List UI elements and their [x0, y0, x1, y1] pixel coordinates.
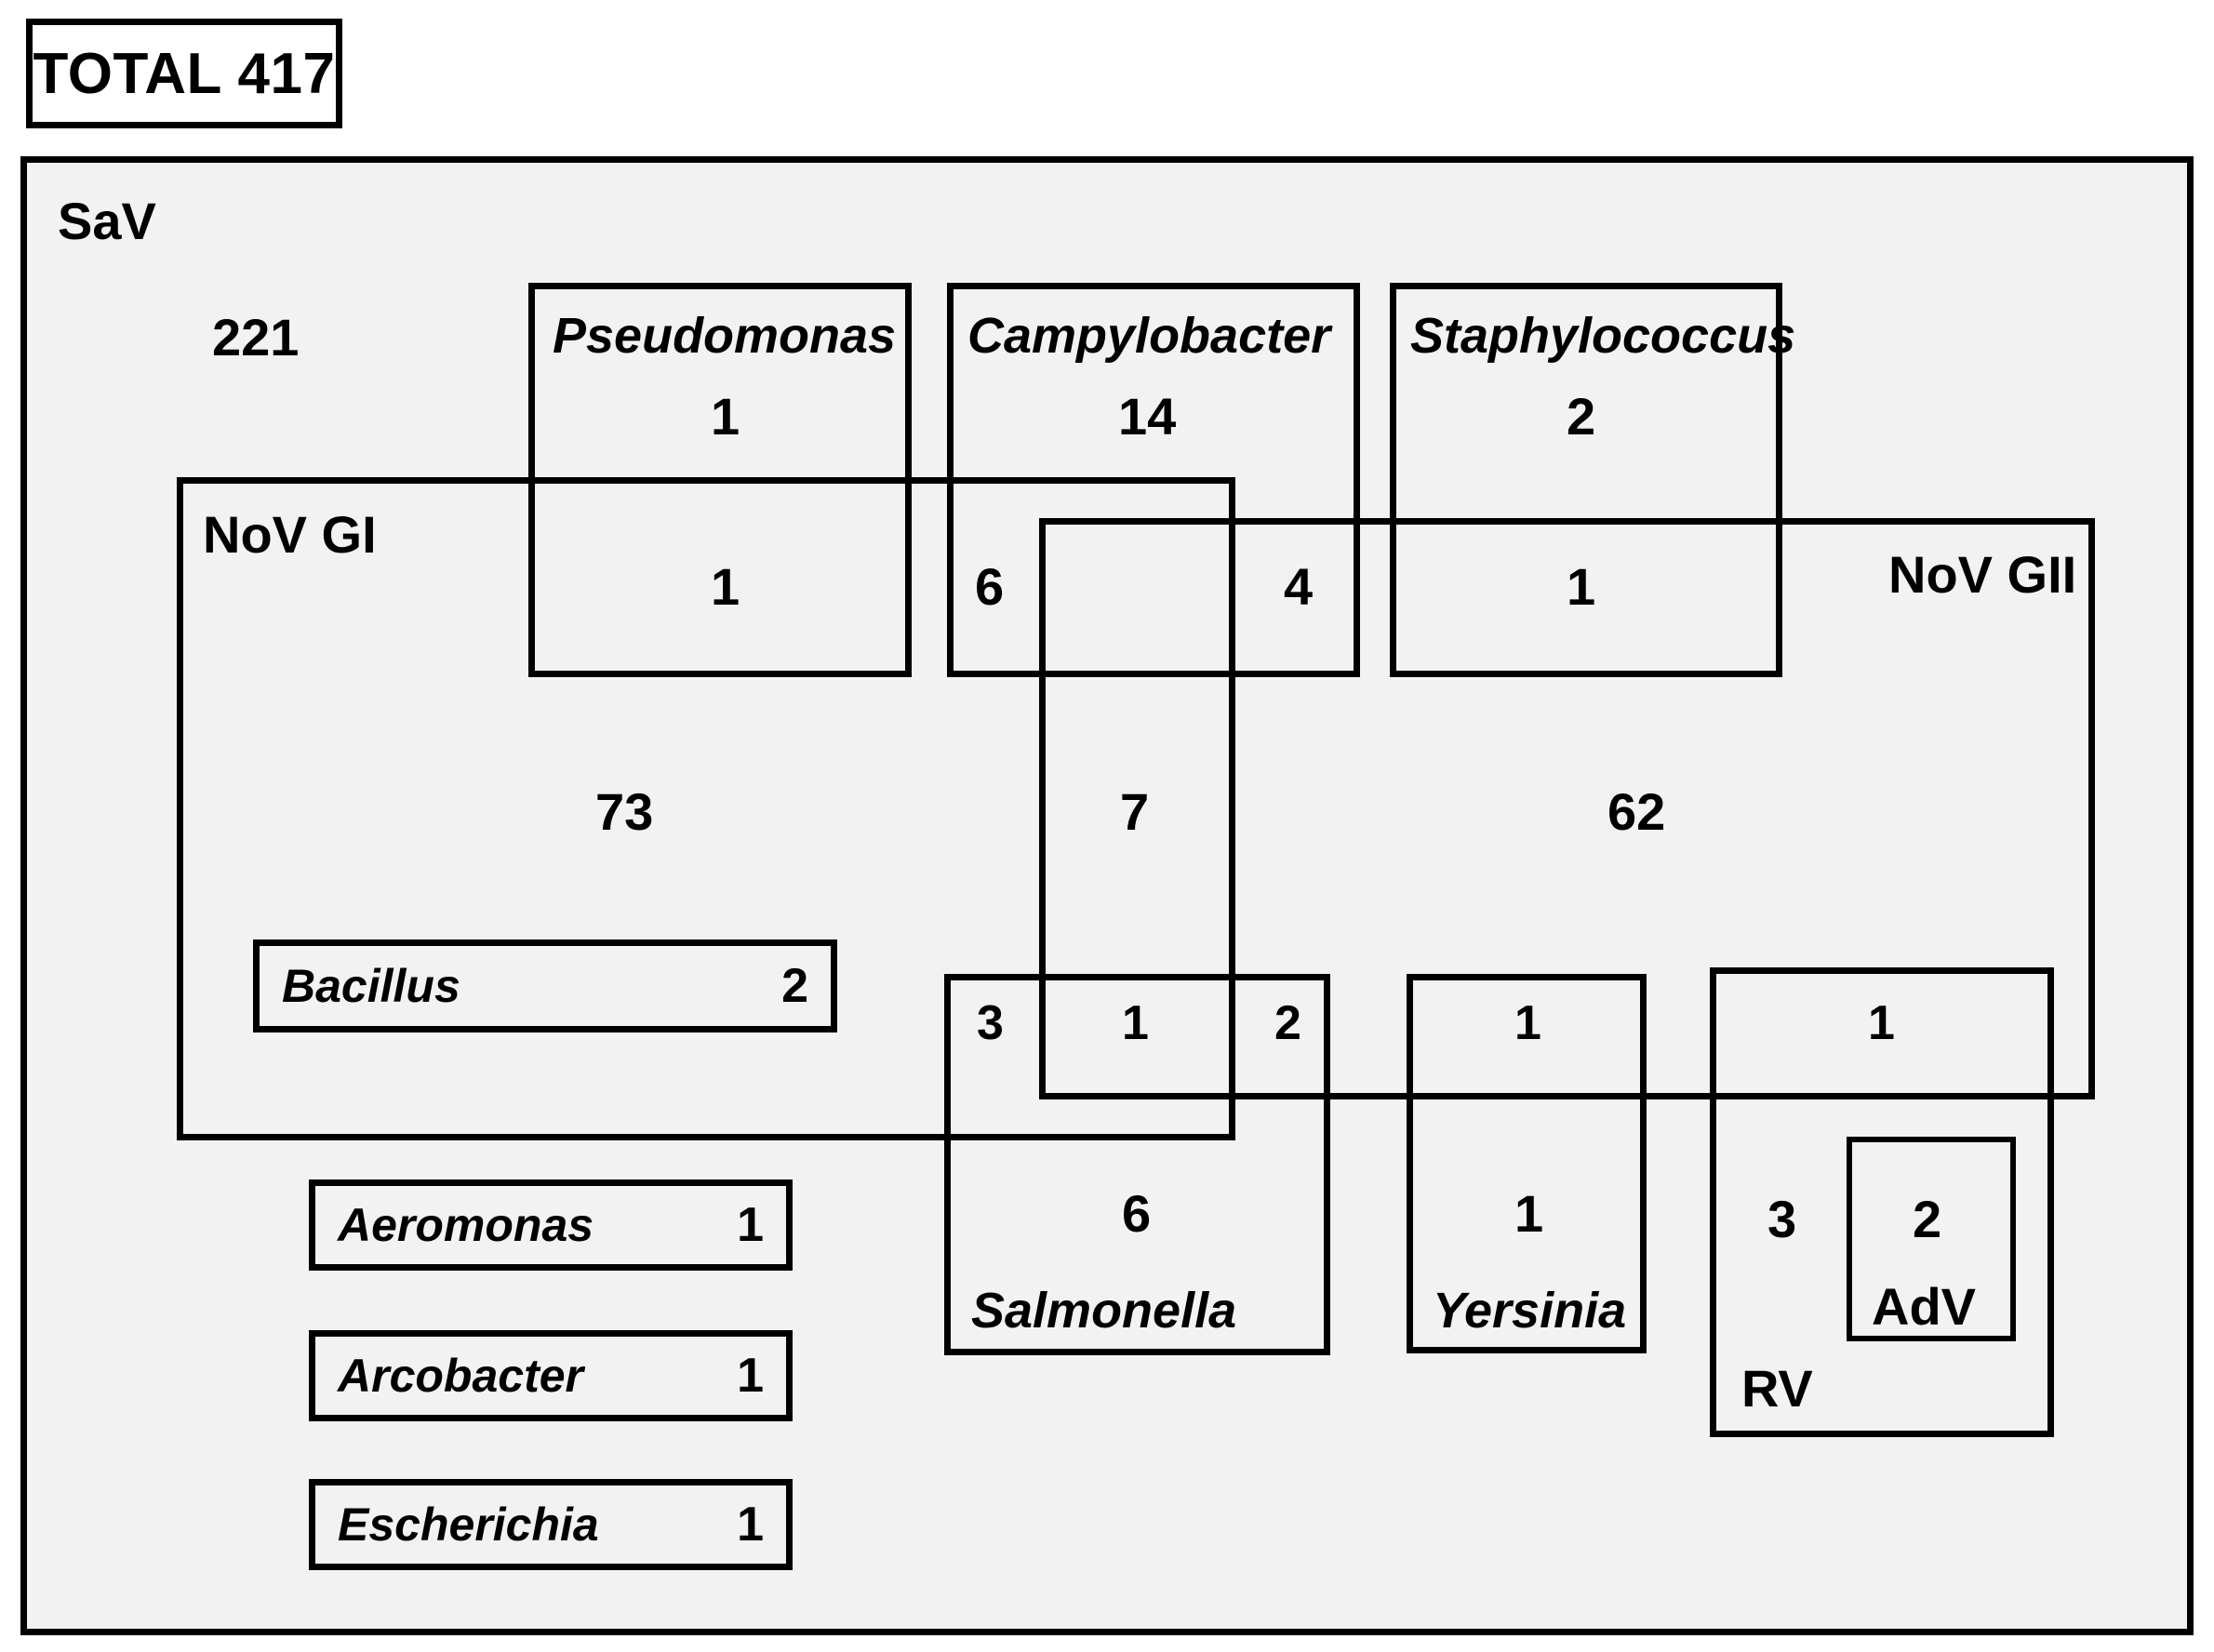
staphylococcus-bottom-count: 1 — [1567, 557, 1596, 616]
arcobacter-box: Arcobacter 1 — [309, 1330, 793, 1421]
yersinia-label: Yersinia — [1433, 1283, 1627, 1339]
campylobacter-novgii-overlap-box — [1039, 518, 1235, 1099]
staphylococcus-label: Staphylococcus — [1410, 308, 1796, 364]
rv-label: RV — [1741, 1359, 1813, 1418]
bacillus-box: Bacillus 2 — [253, 939, 837, 1032]
adv-label: AdV — [1872, 1277, 1976, 1336]
campylobacter-right-count: 4 — [1284, 557, 1314, 616]
aeromonas-row: Aeromonas 1 — [315, 1186, 786, 1264]
salmonella-main-count: 6 — [1122, 1184, 1152, 1243]
adv-box — [1847, 1137, 2016, 1341]
salmonella-left-count: 3 — [977, 996, 1004, 1050]
sav-count: 221 — [212, 308, 300, 366]
escherichia-label: Escherichia — [338, 1499, 599, 1551]
arcobacter-label: Arcobacter — [338, 1350, 583, 1402]
novgi-label: NoV GI — [203, 505, 377, 564]
campylobacter-label: Campylobacter — [967, 308, 1331, 364]
bacillus-count: 2 — [781, 959, 808, 1013]
pseudomonas-box — [528, 283, 912, 677]
total-badge: TOTAL 417 — [26, 19, 342, 128]
novgii-label: NoV GII — [1888, 545, 2077, 604]
salmonella-label: Salmonella — [971, 1283, 1237, 1339]
yersinia-main-count: 1 — [1514, 1184, 1544, 1243]
salmonella-box — [944, 974, 1330, 1355]
mid-vert-count: 7 — [1120, 782, 1150, 841]
rv-main-count: 3 — [1767, 1190, 1797, 1248]
salmonella-right-count: 2 — [1274, 996, 1301, 1050]
escherichia-row: Escherichia 1 — [315, 1485, 786, 1564]
staphylococcus-box — [1390, 283, 1782, 677]
total-label: TOTAL 417 — [33, 41, 336, 106]
bacillus-row: Bacillus 2 — [260, 946, 831, 1026]
aeromonas-box: Aeromonas 1 — [309, 1179, 793, 1271]
sav-set-box — [20, 156, 2194, 1635]
novgii-count: 62 — [1607, 782, 1666, 841]
campylobacter-top-count: 14 — [1118, 387, 1177, 446]
staphylococcus-top-count: 2 — [1567, 387, 1596, 446]
arcobacter-count: 1 — [737, 1349, 764, 1403]
salmonella-center-count: 1 — [1122, 996, 1149, 1050]
pseudomonas-top-count: 1 — [711, 387, 740, 446]
aeromonas-count: 1 — [737, 1198, 764, 1252]
yersinia-top-count: 1 — [1514, 996, 1541, 1050]
rv-top-count: 1 — [1868, 996, 1895, 1050]
rv-box — [1710, 967, 2054, 1437]
yersinia-box — [1407, 974, 1647, 1353]
bacillus-label: Bacillus — [282, 960, 460, 1012]
campylobacter-left-count: 6 — [975, 557, 1005, 616]
arcobacter-row: Arcobacter 1 — [315, 1337, 786, 1415]
pseudomonas-label: Pseudomonas — [553, 308, 897, 364]
adv-count: 2 — [1913, 1190, 1942, 1248]
campylobacter-box — [947, 283, 1360, 677]
aeromonas-label: Aeromonas — [338, 1199, 594, 1251]
novgi-count: 73 — [595, 782, 654, 841]
pseudomonas-bottom-count: 1 — [711, 557, 740, 616]
sav-label: SaV — [58, 192, 156, 250]
escherichia-box: Escherichia 1 — [309, 1479, 793, 1570]
escherichia-count: 1 — [737, 1498, 764, 1552]
